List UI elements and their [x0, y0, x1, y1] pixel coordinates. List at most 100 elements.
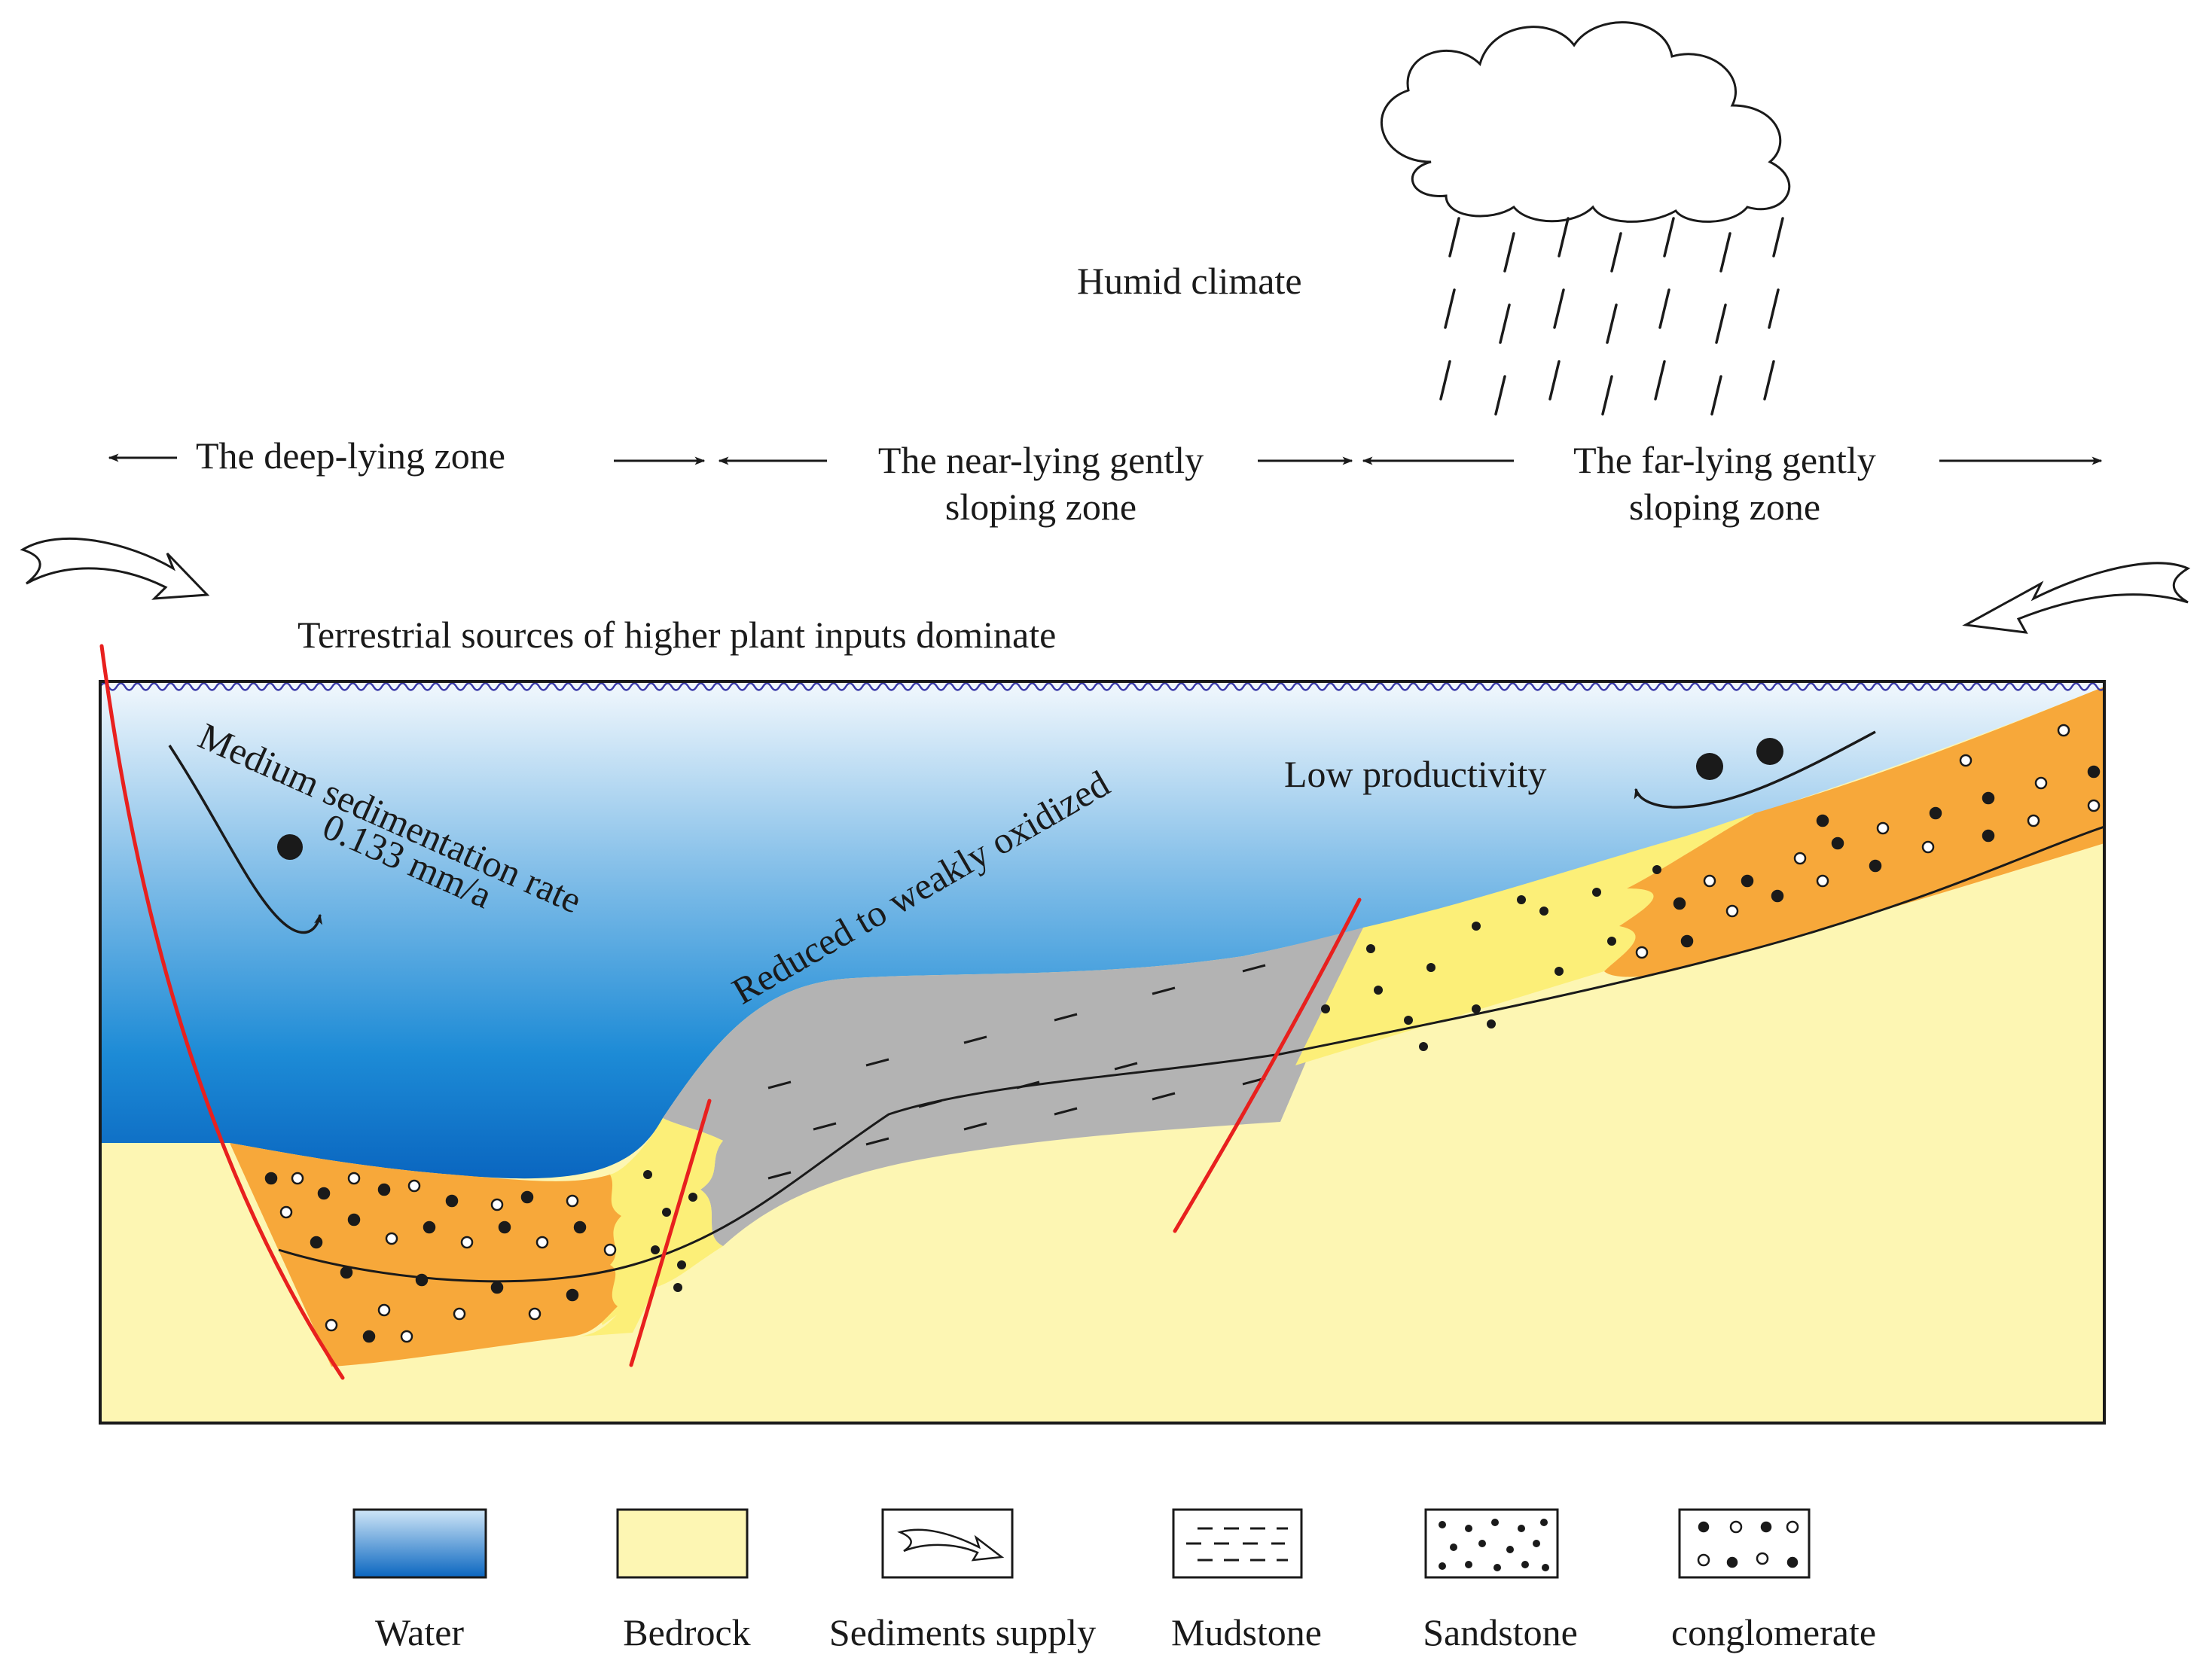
sediment-arrow-icon [897, 1528, 1005, 1562]
conglomerate-clast [423, 1220, 436, 1234]
mudstone-dash [963, 1035, 987, 1044]
sediment-arrow-icon [20, 537, 210, 600]
sand-dot [662, 1208, 671, 1217]
conglomerate-clast [1831, 836, 1844, 850]
productivity-annotation: Low productivity [1284, 730, 1876, 809]
climate-label: Humid climate [1077, 260, 1302, 302]
sand-dot [1592, 888, 1601, 897]
raindrop [1715, 303, 1727, 344]
conglomerate-clast [603, 1243, 617, 1257]
mudstone-dash [1114, 1062, 1138, 1071]
sand-dot [1487, 1019, 1496, 1028]
sand-dot [1539, 907, 1548, 916]
mudstone-dash [767, 1171, 792, 1180]
mudstone-dash [963, 1122, 987, 1131]
raindrop [1499, 303, 1511, 344]
conglomerate-clast [264, 1172, 278, 1185]
conglomerate-clast [340, 1266, 353, 1279]
mudstone-dash [865, 1137, 889, 1146]
sandstone-dots [643, 865, 1661, 1292]
conglomerate-clast [1816, 814, 1829, 827]
fault-right [1173, 897, 1362, 1233]
zone-far-lying: The far-lying gently sloping zone [1362, 439, 2103, 528]
curved-arrow-icon [1634, 730, 1876, 809]
zone-label-line1: The far-lying gently [1573, 439, 1876, 481]
source-label: Terrestrial sources of higher plant inpu… [297, 614, 1056, 656]
conglomerate-clast [362, 1330, 376, 1343]
legend-label: Sandstone [1423, 1611, 1578, 1653]
conglomerate-clast [2087, 799, 2101, 812]
raindrop [1710, 375, 1722, 416]
raindrop [1772, 217, 1784, 258]
conglomerate-clast [347, 1172, 361, 1185]
sand-dot [643, 1170, 652, 1179]
conglomerate-clast [1921, 840, 1935, 854]
conglomerate-clast [2027, 814, 2040, 827]
sand-dot [1426, 963, 1436, 972]
conglomerate-clast [1982, 791, 1995, 805]
conglomerate-clast [377, 1303, 391, 1317]
conglomerate-clast [415, 1273, 429, 1287]
legend-item-sediments-supply: Sediments supply [829, 1508, 1096, 1653]
raindrop [1494, 375, 1506, 416]
sand-dot [1517, 895, 1526, 904]
rain-icon [1439, 217, 1784, 416]
conglomerate-clast [400, 1330, 413, 1343]
raindrop [1553, 288, 1565, 329]
water-surface-wave [99, 682, 2107, 691]
mudstone-dash [1152, 1092, 1176, 1101]
conglomerate-clast [1869, 859, 1882, 873]
cross-section-frame [99, 680, 2106, 1425]
sand-dot [688, 1193, 697, 1202]
raindrop [1658, 288, 1670, 329]
conglomerate-clast [1959, 754, 1972, 767]
sand-dot [1652, 865, 1661, 874]
sediment-arrow-icon [1962, 562, 2191, 634]
conglomerate-clast [1635, 946, 1649, 959]
conglomerate-far [1604, 687, 2104, 977]
raindrop [1558, 217, 1570, 258]
raindrop [1503, 232, 1515, 273]
raindrop [1548, 360, 1561, 401]
mudstone-dash [1054, 1013, 1078, 1022]
strata-line [278, 825, 2104, 1283]
conglomerate-clast [490, 1198, 504, 1211]
sandstone-fringe [580, 1160, 673, 1336]
conglomerate-clast [1680, 934, 1694, 948]
conglomerate-clast [407, 1179, 421, 1193]
conglomerate-clast [279, 1205, 293, 1219]
zone-label: The deep-lying zone [196, 434, 505, 477]
legend-label: conglomerate [1671, 1611, 1876, 1653]
mudstone-dash [813, 1122, 837, 1131]
raindrop [1610, 232, 1622, 273]
conglomerate-clast [1982, 829, 1995, 843]
sand-dot [1472, 922, 1481, 931]
zone-near-lying: The near-lying gently sloping zone [718, 439, 1353, 528]
conglomerate-clast [377, 1183, 391, 1196]
sand-dot [677, 1260, 686, 1269]
raindrop [1654, 360, 1666, 401]
conglomerate-clast [2034, 776, 2048, 790]
conglomerate-clast [2057, 724, 2070, 737]
sand-dot [1607, 937, 1616, 946]
legend-item-water: Water [352, 1508, 487, 1653]
sand-dot [1374, 986, 1383, 995]
zone-label-line2: sloping zone [945, 486, 1137, 528]
particle-dot [277, 834, 303, 860]
mudstone-dash [1016, 1080, 1040, 1089]
conglomerate-clast [1673, 897, 1686, 910]
conglomerate-clast [1725, 904, 1739, 918]
legend: Water Bedrock Sediments supply Mudstone [352, 1508, 1876, 1653]
sand-dot [651, 1245, 660, 1254]
sand-dot [673, 1283, 682, 1292]
conglomerate-dots [264, 724, 2101, 1343]
conglomerate-clast [520, 1190, 534, 1204]
conglomerate-clast [325, 1318, 338, 1332]
sand-dot [1321, 1004, 1330, 1013]
legend-label: Sediments supply [829, 1611, 1096, 1653]
raindrop [1448, 217, 1460, 258]
raindrop [1606, 303, 1618, 344]
zone-label-line1: The near-lying gently [878, 439, 1204, 481]
legend-label: Water [375, 1611, 464, 1653]
raindrop [1763, 360, 1775, 401]
